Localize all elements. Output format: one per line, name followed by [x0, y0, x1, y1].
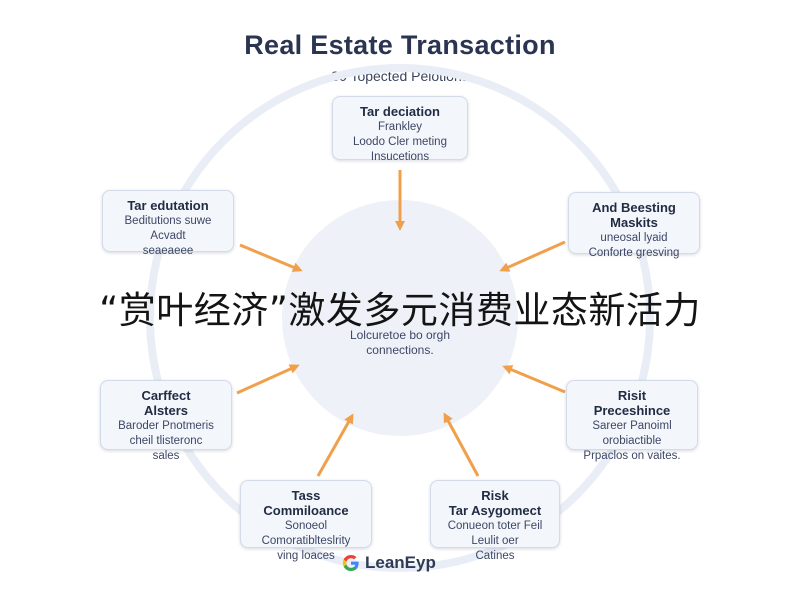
arrow-lower-right — [502, 365, 566, 394]
footer-brand: LeanEyp — [330, 550, 470, 576]
arrow-upper-left — [239, 243, 303, 272]
outer-ring — [146, 64, 654, 572]
card-upper-left: Tar edutation Beditutions suwe Acvadt se… — [102, 190, 234, 257]
card-top: Tar deciation Frankley Loodo Cler meting… — [332, 96, 468, 163]
card-lower-right: Risit Preceshince Sareer Panoiml orobiac… — [566, 380, 698, 462]
center-text: Lolcuretoe bo orgh connections. — [349, 328, 451, 357]
card-bottom-right: Risk Tar Asygomect Conueon toter Feil Le… — [430, 480, 560, 562]
card-bottom-left: Tass Commiloance Sonoeol Comoratiblteslr… — [240, 480, 372, 562]
arrow-bottom-right — [443, 412, 480, 477]
brand-name: LeanEyp — [365, 553, 436, 572]
arrow-bottom-left — [316, 413, 354, 477]
g-logo-icon — [342, 555, 359, 571]
card-lower-left: Carffect Alsters Baroder Pnotmeris cheil… — [100, 380, 232, 462]
diagram-title: Real Estate Transaction — [244, 30, 556, 60]
center-hub — [282, 200, 518, 436]
arrow-lower-left — [236, 364, 300, 395]
headline-overlay: “赏叶经济”激发多元消费业态新活力 — [99, 289, 701, 332]
card-upper-right: And Beesting Maskits uneosal lyaid Confo… — [568, 192, 700, 259]
arrow-upper-right — [499, 240, 566, 272]
